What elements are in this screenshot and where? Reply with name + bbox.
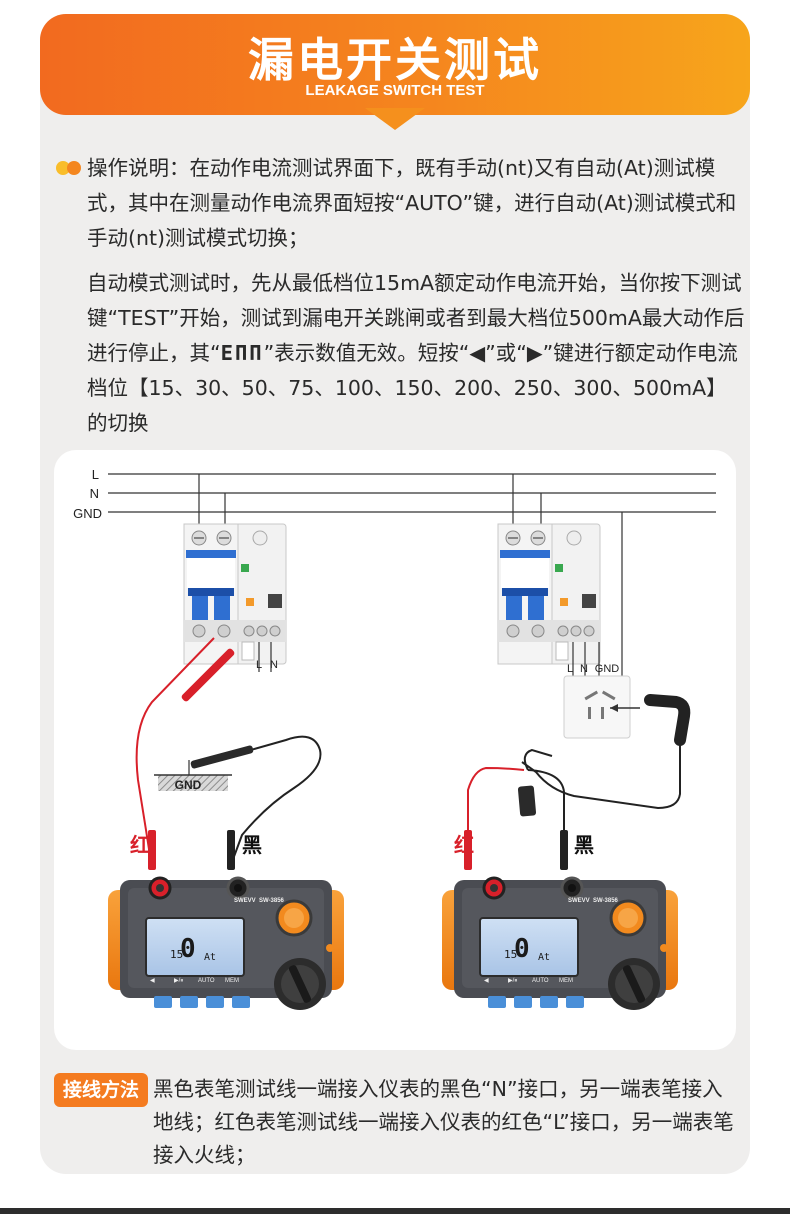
- wiring-diagram: L N GND L N GND 红 黑 0 15- At SWEVV SW-38…: [54, 450, 736, 1050]
- left-btn-auto[interactable]: AUTO: [198, 978, 215, 984]
- right-lcd-main: 0: [514, 934, 530, 964]
- p2-text-a: 自动模式测试时，先从最低档位15mA额定动作电流开始，当你按下测试键“TEST”…: [87, 271, 745, 365]
- left-black-probe: [190, 745, 254, 769]
- left-meter-model: SW-3856: [259, 898, 285, 904]
- header-banner: [40, 14, 750, 115]
- left-terminal-n: N: [270, 659, 278, 671]
- right-terminal-gnd: GND: [595, 663, 620, 675]
- p2-text-b: ”表示数值无效。短按“◀”或“▶”键进行额定动作电流档位【15、30、50、75…: [87, 341, 738, 435]
- right-lcd-range: 15-: [504, 948, 524, 961]
- meter-left: [106, 876, 346, 1012]
- wall-socket: [563, 675, 631, 739]
- wiring-method-text: 黑色表笔测试线一端接入仪表的黑色“N”接口，另一端表笔接入地线；红色表笔测试线一…: [153, 1077, 734, 1167]
- gnd-label: GND: [175, 778, 202, 792]
- ground-hatch: [158, 775, 228, 791]
- left-meter-brand: SWEVV: [234, 898, 256, 904]
- right-btn-auto[interactable]: AUTO: [532, 978, 549, 984]
- page-subtitle: LEAKAGE SWITCH TEST: [305, 82, 485, 99]
- left-lcd-main: 0: [180, 934, 196, 964]
- left-black-lead: [193, 735, 322, 863]
- left-red-lead: [135, 637, 215, 863]
- right-black-lead: [527, 769, 565, 830]
- right-meter-model: SW-3856: [593, 898, 619, 904]
- right-red-lead: [467, 766, 525, 830]
- left-red-label: 红: [130, 833, 150, 857]
- instructions-paragraph-1: 操作说明：在动作电流测试界面下，既有手动(nt)又有自动(At)测试模式，其中在…: [87, 156, 737, 250]
- page-title: 漏电开关测试: [248, 33, 542, 87]
- bus-label-n: N: [90, 486, 99, 501]
- left-lcd-mode: At: [204, 952, 216, 963]
- error-code-display: EΠΠ: [220, 341, 264, 365]
- wiring-method-tag: 接线方法: [54, 1073, 148, 1107]
- bullet-dots-icon: [56, 161, 84, 175]
- plug: [644, 694, 691, 746]
- right-terminal-n: N: [580, 663, 588, 675]
- right-lcd-mode: At: [538, 952, 550, 963]
- bus-label-gnd: GND: [73, 506, 102, 521]
- footer-bar: [0, 1208, 790, 1214]
- banner-notch: [365, 108, 425, 130]
- left-btn-right[interactable]: ▶/⏸: [174, 978, 183, 984]
- diagram-svg: L N GND L N GND 红 黑 0 15- At SWEVV SW-38…: [73, 467, 716, 1012]
- right-btn-mem[interactable]: MEM: [559, 978, 573, 984]
- right-terminal-l: L: [567, 663, 573, 675]
- left-terminal-l: L: [256, 659, 262, 671]
- right-btn-right[interactable]: ▶/⏸: [508, 978, 517, 984]
- right-black-label: 黑: [574, 833, 594, 857]
- left-btn-left[interactable]: ◀: [150, 978, 155, 984]
- left-btn-mem[interactable]: MEM: [225, 978, 239, 984]
- left-black-label: 黑: [242, 833, 262, 857]
- right-meter-brand: SWEVV: [568, 898, 590, 904]
- right-btn-left[interactable]: ◀: [484, 978, 489, 984]
- meter-right: [440, 876, 680, 1012]
- instructions-paragraph-2: 自动模式测试时，先从最低档位15mA额定动作电流开始，当你按下测试键“TEST”…: [87, 266, 747, 441]
- left-red-probe: [181, 648, 235, 702]
- bus-label-l: L: [92, 467, 99, 482]
- left-lcd-range: 15-: [170, 948, 190, 961]
